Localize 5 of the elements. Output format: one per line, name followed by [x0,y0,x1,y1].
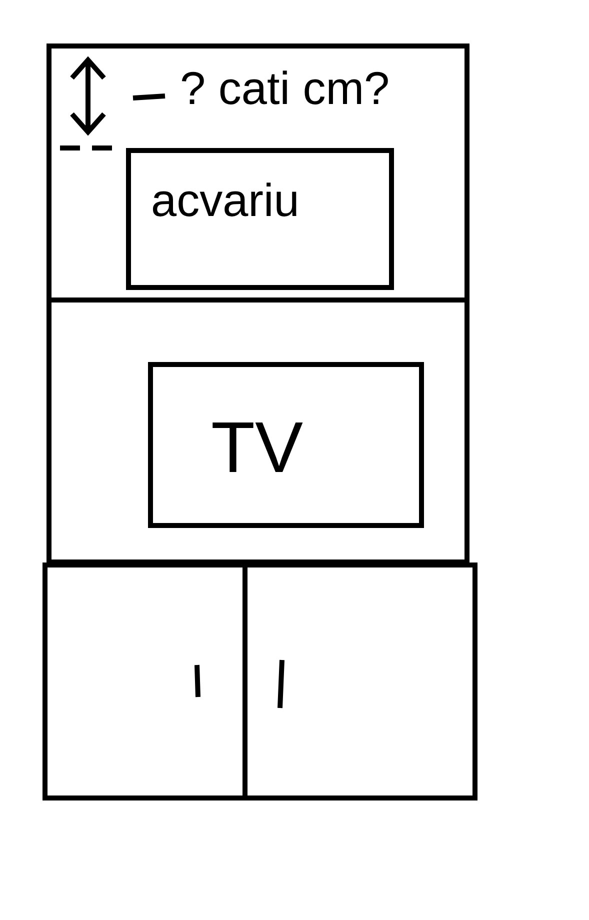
compartment-label: TV [211,409,304,488]
dimension-question: ? cati cm? [180,62,390,114]
compartment-box [148,362,424,528]
compartment-label: acvariu [151,175,300,226]
compartment-box [126,148,394,290]
